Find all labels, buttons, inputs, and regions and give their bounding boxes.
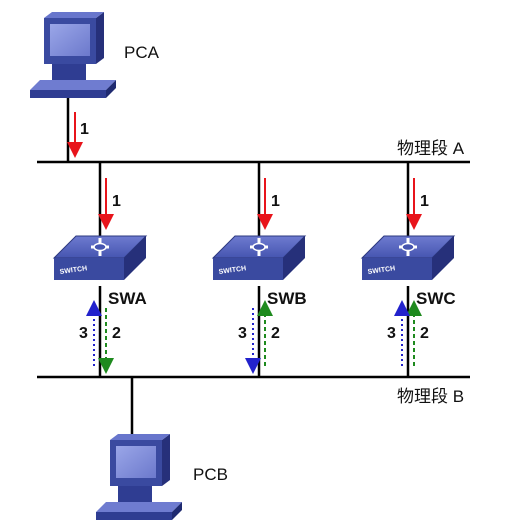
pcb-computer-icon	[96, 434, 182, 520]
swc-switch-icon: SWITCH	[360, 235, 456, 280]
swa-step1-number: 1	[112, 193, 121, 210]
segment-a-label: 物理段 A	[397, 139, 465, 158]
swa-switch-icon: SWITCH	[52, 235, 148, 280]
pca-computer-icon	[30, 12, 116, 98]
segment-b-label: 物理段 B	[397, 387, 464, 406]
swc-step2-number: 2	[420, 325, 429, 342]
swb-switch-icon: SWITCH	[211, 235, 307, 280]
swc-step3-number: 3	[387, 325, 396, 342]
swa-name-label: SWA	[108, 289, 147, 308]
swc-switch-badge: SWITCH	[367, 265, 395, 276]
swb-step2-number: 2	[271, 325, 280, 342]
swa-switch-badge: SWITCH	[59, 265, 87, 276]
pca-label: PCA	[124, 43, 160, 62]
swb-name-label: SWB	[267, 289, 307, 308]
swa-step3-number: 3	[79, 325, 88, 342]
swb-switch-badge: SWITCH	[218, 265, 246, 276]
swb-step1-number: 1	[271, 193, 280, 210]
pcb-label: PCB	[193, 465, 228, 484]
swc-name-label: SWC	[416, 289, 456, 308]
swa-step2-number: 2	[112, 325, 121, 342]
swc-step1-number: 1	[420, 193, 429, 210]
pca-step1-number: 1	[80, 121, 89, 138]
swb-step3-number: 3	[238, 325, 247, 342]
